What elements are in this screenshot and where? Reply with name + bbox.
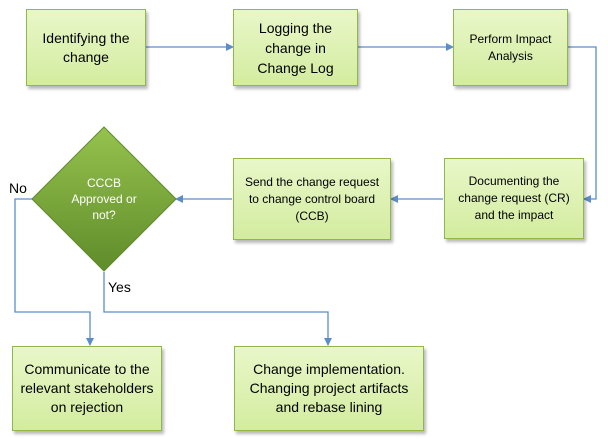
node-change-implementation: Change implementation. Changing project … [234, 346, 424, 431]
arrow-decision-yes [103, 272, 332, 346]
node-impact-analysis: Perform Impact Analysis [453, 9, 568, 86]
node-send-to-ccb: Send the change request to change contro… [233, 158, 391, 240]
decision-label: CCCB Approved or not? [71, 176, 137, 222]
node-documenting-cr: Documenting the change request (CR) and … [444, 158, 584, 239]
node-identifying-change: Identifying the change [26, 9, 146, 86]
edge-label-no: No [9, 180, 27, 196]
decision-diamond [31, 126, 177, 272]
node-logging-change: Logging the change in Change Log [233, 9, 358, 86]
edge-label-yes: Yes [108, 279, 131, 295]
node-communicate-rejection: Communicate to the relevant stakeholders… [12, 346, 162, 431]
arrow-decision-no [14, 198, 94, 346]
arrow-impact-to-documenting [568, 46, 597, 203]
